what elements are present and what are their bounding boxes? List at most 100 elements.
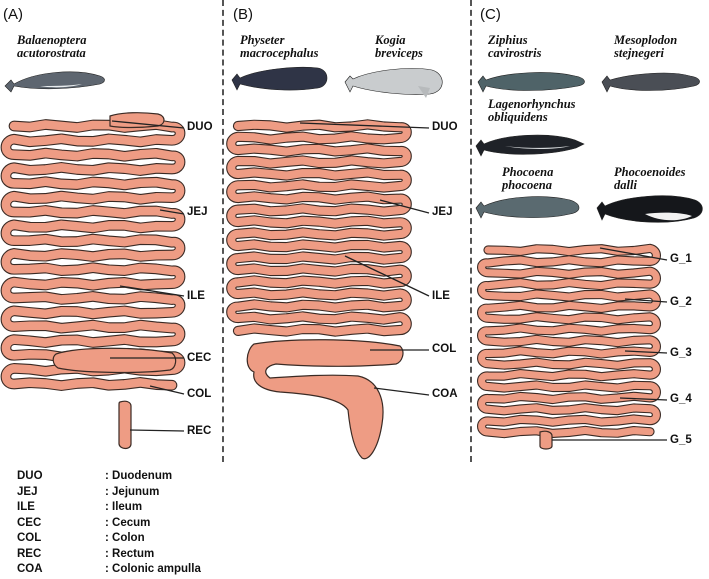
legend-desc: : Rectum — [105, 547, 155, 560]
intestine-drawings — [0, 112, 661, 460]
species-sperm-epithet: macrocephalus — [240, 46, 319, 60]
leader-line — [149, 385, 185, 395]
species-minke-epithet: acutorostrata — [17, 46, 86, 60]
legend-row: REC : Rectum — [17, 548, 201, 564]
legend-row: ILE : Ileum — [17, 501, 201, 517]
species-sperm: Physeter macrocephalus — [240, 34, 318, 60]
label-a-rec: REC — [187, 425, 212, 437]
intestine-a-coil — [1, 120, 185, 390]
harbour-porpoise-icon — [475, 196, 580, 219]
intestine-b-coil-outline — [226, 119, 412, 337]
legend-abbr: COA — [17, 563, 43, 575]
legend-desc: : Cecum — [105, 516, 151, 529]
label-c-g3: G_3 — [670, 347, 692, 359]
label-b-ile: ILE — [432, 290, 450, 302]
duodenum-a — [109, 112, 165, 129]
intestine-b-coil — [227, 120, 411, 336]
sperm-whale-icon — [231, 67, 328, 91]
species-mesoplodon-epithet: stejnegeri — [614, 46, 664, 60]
label-a-col: COL — [187, 388, 212, 400]
species-dalli: Phocoenoides dalli — [614, 166, 686, 192]
label-a-cec: CEC — [187, 352, 212, 364]
leader-line — [619, 397, 668, 401]
label-b-duo: DUO — [432, 121, 458, 133]
leader-line — [299, 122, 430, 129]
rectum-c — [539, 430, 553, 450]
panel-c-letter: (C) — [480, 6, 501, 23]
species-lagenorhynchus-genus: Lagenorhynchus — [488, 97, 576, 111]
species-ziphius: Ziphius cavirostris — [488, 34, 541, 60]
legend-row: CEC : Cecum — [17, 517, 201, 533]
legend-abbr: CEC — [17, 516, 42, 529]
species-minke-genus: Balaenoptera — [17, 33, 87, 47]
leader-line — [344, 255, 430, 297]
panel-a-letter: (A) — [3, 6, 23, 23]
species-ziphius-epithet: cavirostris — [488, 46, 542, 60]
species-minke: Balaenoptera acutorostrata — [17, 34, 86, 60]
pygmy-sperm-whale-icon — [344, 68, 443, 98]
legend-abbr: REC — [17, 547, 42, 560]
species-phocoena: Phocoena phocoena — [502, 166, 553, 192]
legend-desc: : Colon — [105, 532, 145, 544]
species-kogia-genus: Kogia — [375, 33, 406, 47]
label-c-g1: G_1 — [670, 253, 692, 265]
legend-desc: : Jejunum — [105, 485, 160, 498]
label-a-duo: DUO — [187, 121, 213, 133]
species-kogia: Kogia breviceps — [375, 34, 423, 60]
label-a-jej: JEJ — [187, 206, 208, 218]
species-dalli-genus: Phocoenoides — [614, 165, 686, 179]
leader-line — [111, 120, 185, 129]
species-phocoena-epithet: phocoena — [502, 178, 552, 192]
label-a-ile: ILE — [187, 290, 205, 302]
species-mesoplodon: Mesoplodon stejnegeri — [614, 34, 677, 60]
label-b-coa: COA — [432, 388, 458, 400]
leader-line — [379, 199, 430, 214]
species-sperm-genus: Physeter — [240, 33, 285, 47]
abbreviation-legend: DUO : Duodenum JEJ : Jejunum ILE : Ileum CE… — [17, 470, 201, 579]
intestine-c-coil — [478, 244, 660, 438]
leader-line — [129, 429, 185, 432]
dalls-porpoise-icon — [596, 195, 703, 223]
legend-abbr: DUO — [17, 470, 43, 482]
legend-row: DUO : Duodenum — [17, 470, 201, 486]
legend-abbr: ILE — [17, 501, 35, 513]
label-c-g5: G_5 — [670, 434, 692, 446]
legend-row: COL : Colon — [17, 532, 201, 548]
legend-desc: : Ileum — [105, 501, 143, 513]
pacific-white-sided-dolphin-icon — [475, 134, 585, 157]
legend-abbr: COL — [17, 532, 42, 544]
species-ziphius-genus: Ziphius — [488, 33, 528, 47]
legend-desc: : Colonic ampulla — [105, 563, 201, 575]
leader-line — [159, 209, 185, 215]
colon-coa-b — [246, 339, 404, 460]
leader-line — [624, 350, 668, 354]
label-c-g4: G_4 — [670, 393, 692, 405]
rectum-a — [118, 400, 132, 450]
leader-line — [624, 298, 668, 303]
leader-lines — [110, 120, 668, 441]
minke-whale-icon — [4, 71, 105, 93]
divider-a-b — [222, 0, 224, 462]
panel-b-letter: (B) — [233, 6, 253, 23]
species-kogia-epithet: breviceps — [375, 46, 423, 60]
label-b-jej: JEJ — [432, 206, 453, 218]
legend-abbr: JEJ — [17, 485, 38, 498]
legend-row: JEJ : Jejunum — [17, 486, 201, 502]
legend-row: COA : Colonic ampulla — [17, 563, 201, 579]
species-lagenorhynchus: Lagenorhynchus obliquidens — [488, 98, 576, 124]
leader-line — [373, 387, 430, 396]
species-dalli-epithet: dalli — [614, 178, 637, 192]
cuviers-beaked-whale-icon — [477, 72, 585, 93]
cecum-a — [52, 347, 177, 374]
species-phocoena-genus: Phocoena — [502, 165, 554, 179]
label-b-col: COL — [432, 343, 457, 355]
species-mesoplodon-genus: Mesoplodon — [614, 33, 678, 47]
legend-desc: : Duodenum — [105, 470, 173, 482]
stejnegers-beaked-whale-icon — [601, 72, 700, 93]
label-c-g2: G_2 — [670, 296, 692, 308]
divider-b-c — [470, 0, 472, 462]
species-lagenorhynchus-epithet: obliquidens — [488, 110, 548, 124]
leader-line — [599, 247, 668, 261]
leader-line — [119, 285, 185, 297]
